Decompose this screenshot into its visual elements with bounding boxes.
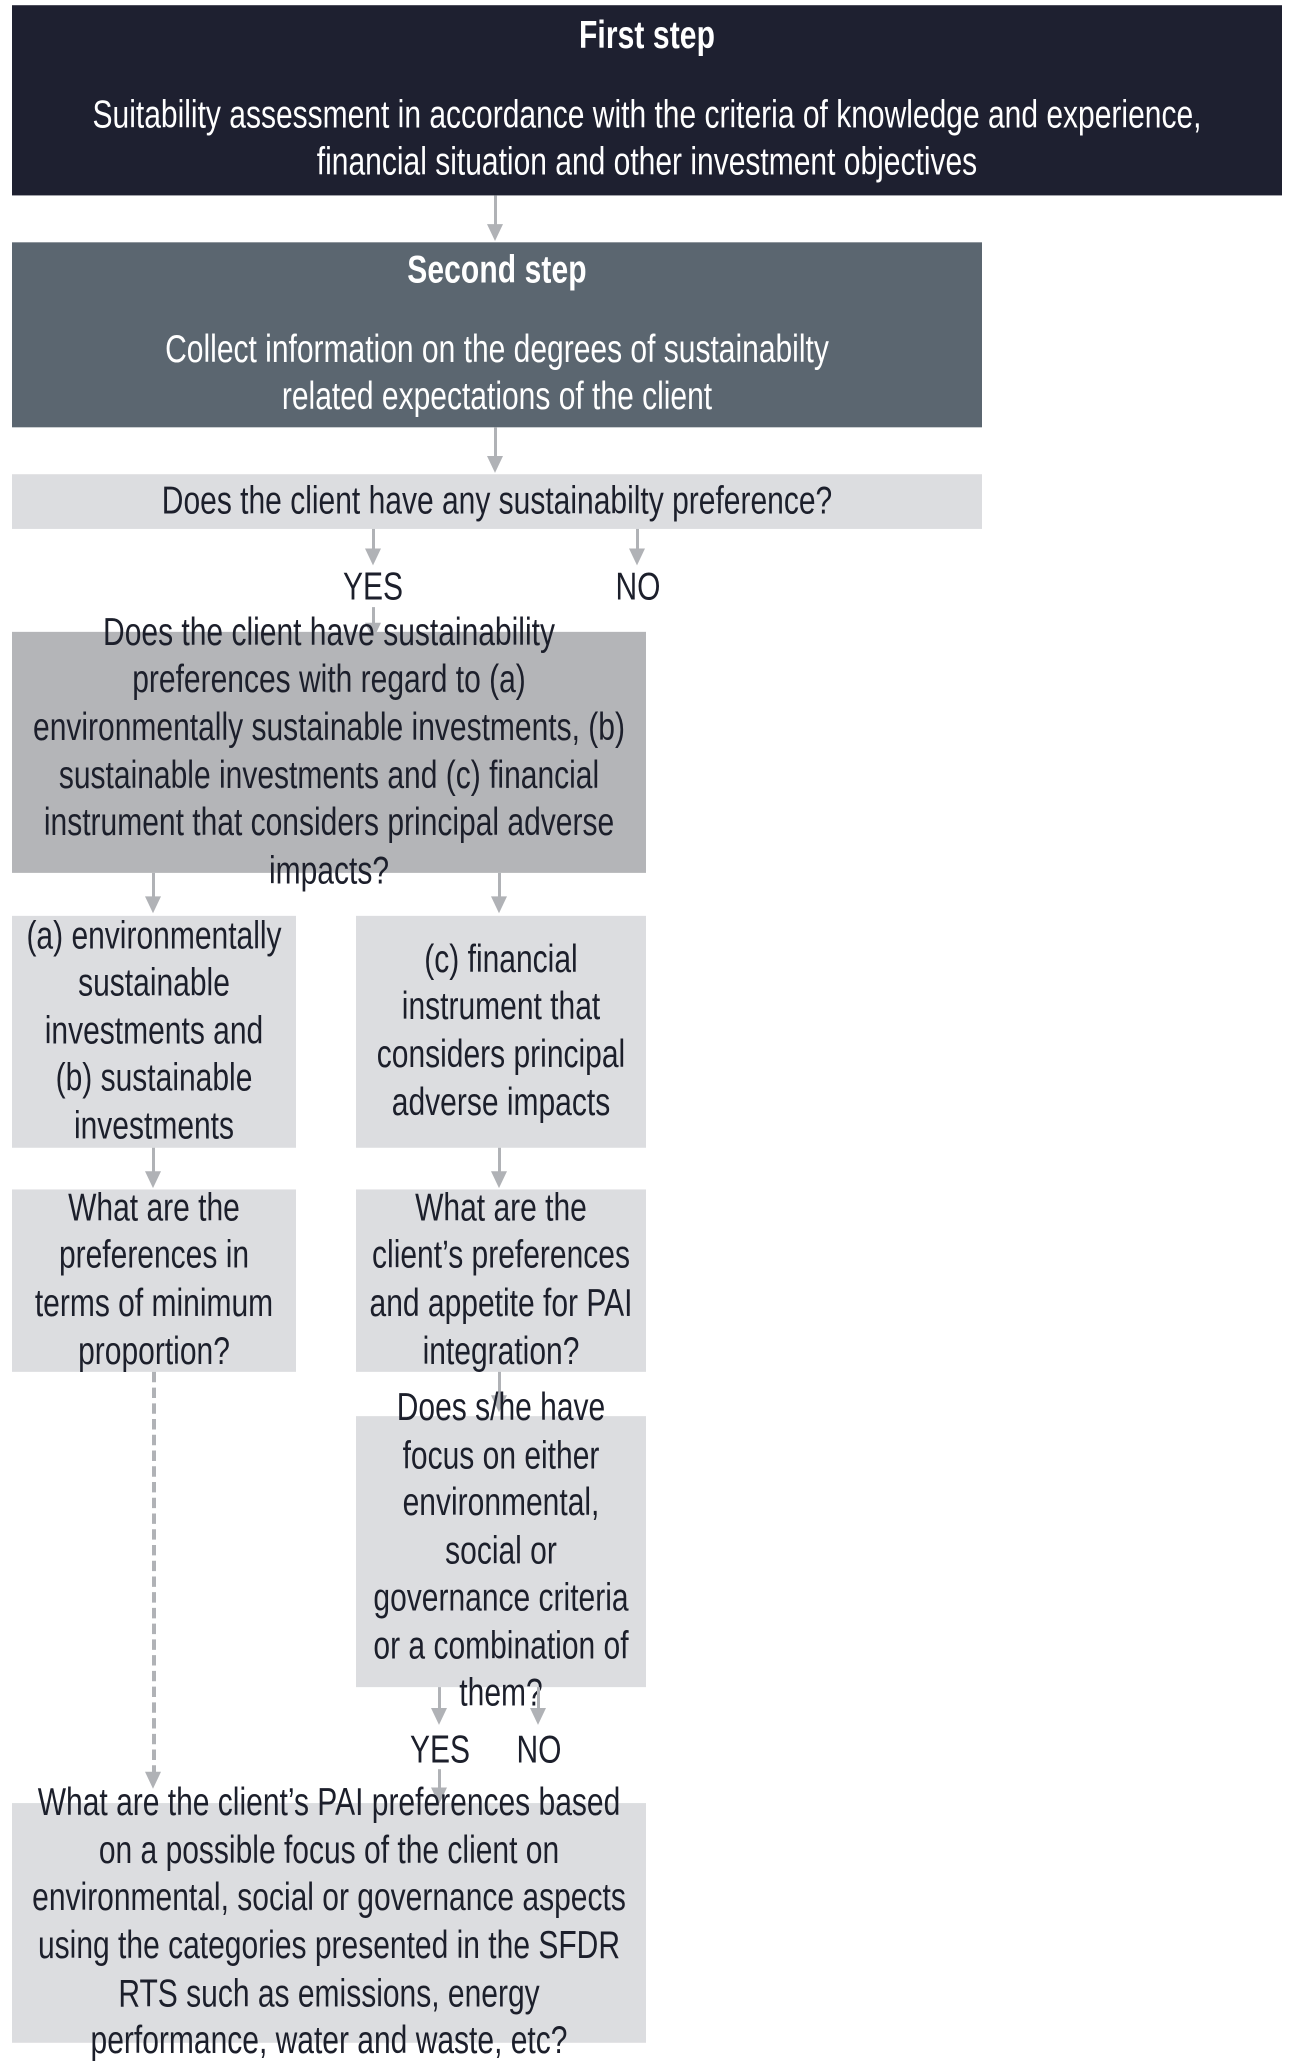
arrowhead-paiappetite-to-esgfocus (491, 1395, 507, 1413)
connector-paiappetite-to-esgfocus (498, 1371, 501, 1402)
arrowhead-esg-no (530, 1707, 546, 1725)
edge-label-esg-yes: YES (409, 1728, 471, 1772)
node-three-categories-question: Does the client have sustainability pref… (12, 611, 646, 892)
arrowhead-second-to-preference (487, 455, 503, 473)
edge-label-preference-no: NO (615, 565, 661, 609)
connector-second-to-preference (494, 427, 497, 460)
node-any-preference-text: Does the client have any sustainabilty p… (161, 479, 833, 523)
arrowhead-categories-to-ab (145, 896, 161, 914)
node-second-step-title: Second step (407, 248, 587, 292)
node-second-step-body: Collect information on the degrees of su… (165, 327, 829, 419)
arrowhead-preference-no (629, 548, 645, 566)
connector-esg-no (537, 1687, 540, 1711)
node-first-step-body: Suitability assessment in accordance wit… (92, 93, 1202, 185)
arrowhead-minproportion-to-final (145, 1771, 161, 1789)
connector-categories-to-c (498, 872, 501, 902)
arrowhead-ab-to-minproportion (145, 1171, 161, 1189)
arrowhead-preference-yes-top (365, 548, 381, 566)
connector-c-to-paiappetite (498, 1147, 501, 1177)
node-pai-appetite-text: What are the client’s preferences and ap… (369, 1186, 633, 1373)
node-pai-appetite-question: What are the client’s preferences and ap… (356, 1187, 646, 1373)
node-branch-c: (c) financial instrument that considers … (356, 915, 646, 1148)
node-first-step: First step Suitability assessment in acc… (12, 5, 1282, 196)
connector-preference-no (636, 528, 639, 553)
edge-label-preference-yes: YES (342, 565, 404, 609)
node-branch-c-text: (c) financial instrument that considers … (376, 937, 626, 1124)
node-second-step: Second step Collect information on the d… (12, 242, 982, 428)
node-branch-ab-text: (a) environmentally sustainable investme… (26, 913, 282, 1148)
connector-minproportion-to-final-dashed (152, 1371, 156, 1776)
node-any-preference-question: Does the client have any sustainabilty p… (12, 474, 982, 529)
arrowhead-c-to-paiappetite (491, 1171, 507, 1189)
connector-esg-yes-top (438, 1687, 441, 1711)
connector-first-to-second (494, 195, 497, 231)
node-three-categories-text: Does the client have sustainability pref… (33, 610, 625, 893)
arrowhead-esg-yes-bottom (431, 1787, 447, 1805)
node-branch-ab: (a) environmentally sustainable investme… (12, 913, 296, 1148)
arrowhead-categories-to-c (491, 896, 507, 914)
node-pai-categories-question: What are the client’s PAI preferences ba… (12, 1781, 646, 2063)
connector-categories-to-ab (152, 872, 155, 902)
arrowhead-first-to-second (487, 224, 503, 242)
connector-ab-to-minproportion (152, 1147, 155, 1177)
node-esg-focus-question: Does s/he have focus on either environme… (356, 1386, 646, 1715)
node-min-proportion-text: What are the preferences in terms of min… (34, 1186, 274, 1373)
node-first-step-title: First step (578, 14, 716, 58)
arrowhead-esg-yes-top (431, 1707, 447, 1725)
node-pai-categories-text: What are the client’s PAI preferences ba… (32, 1781, 626, 2063)
connector-preference-yes-bottom (372, 607, 375, 631)
edge-label-esg-no: NO (516, 1728, 562, 1772)
node-min-proportion-question: What are the preferences in terms of min… (12, 1187, 296, 1373)
node-esg-focus-text: Does s/he have focus on either environme… (373, 1386, 629, 1716)
connector-esg-yes-bottom (438, 1769, 441, 1793)
connector-preference-yes-top (372, 528, 375, 553)
